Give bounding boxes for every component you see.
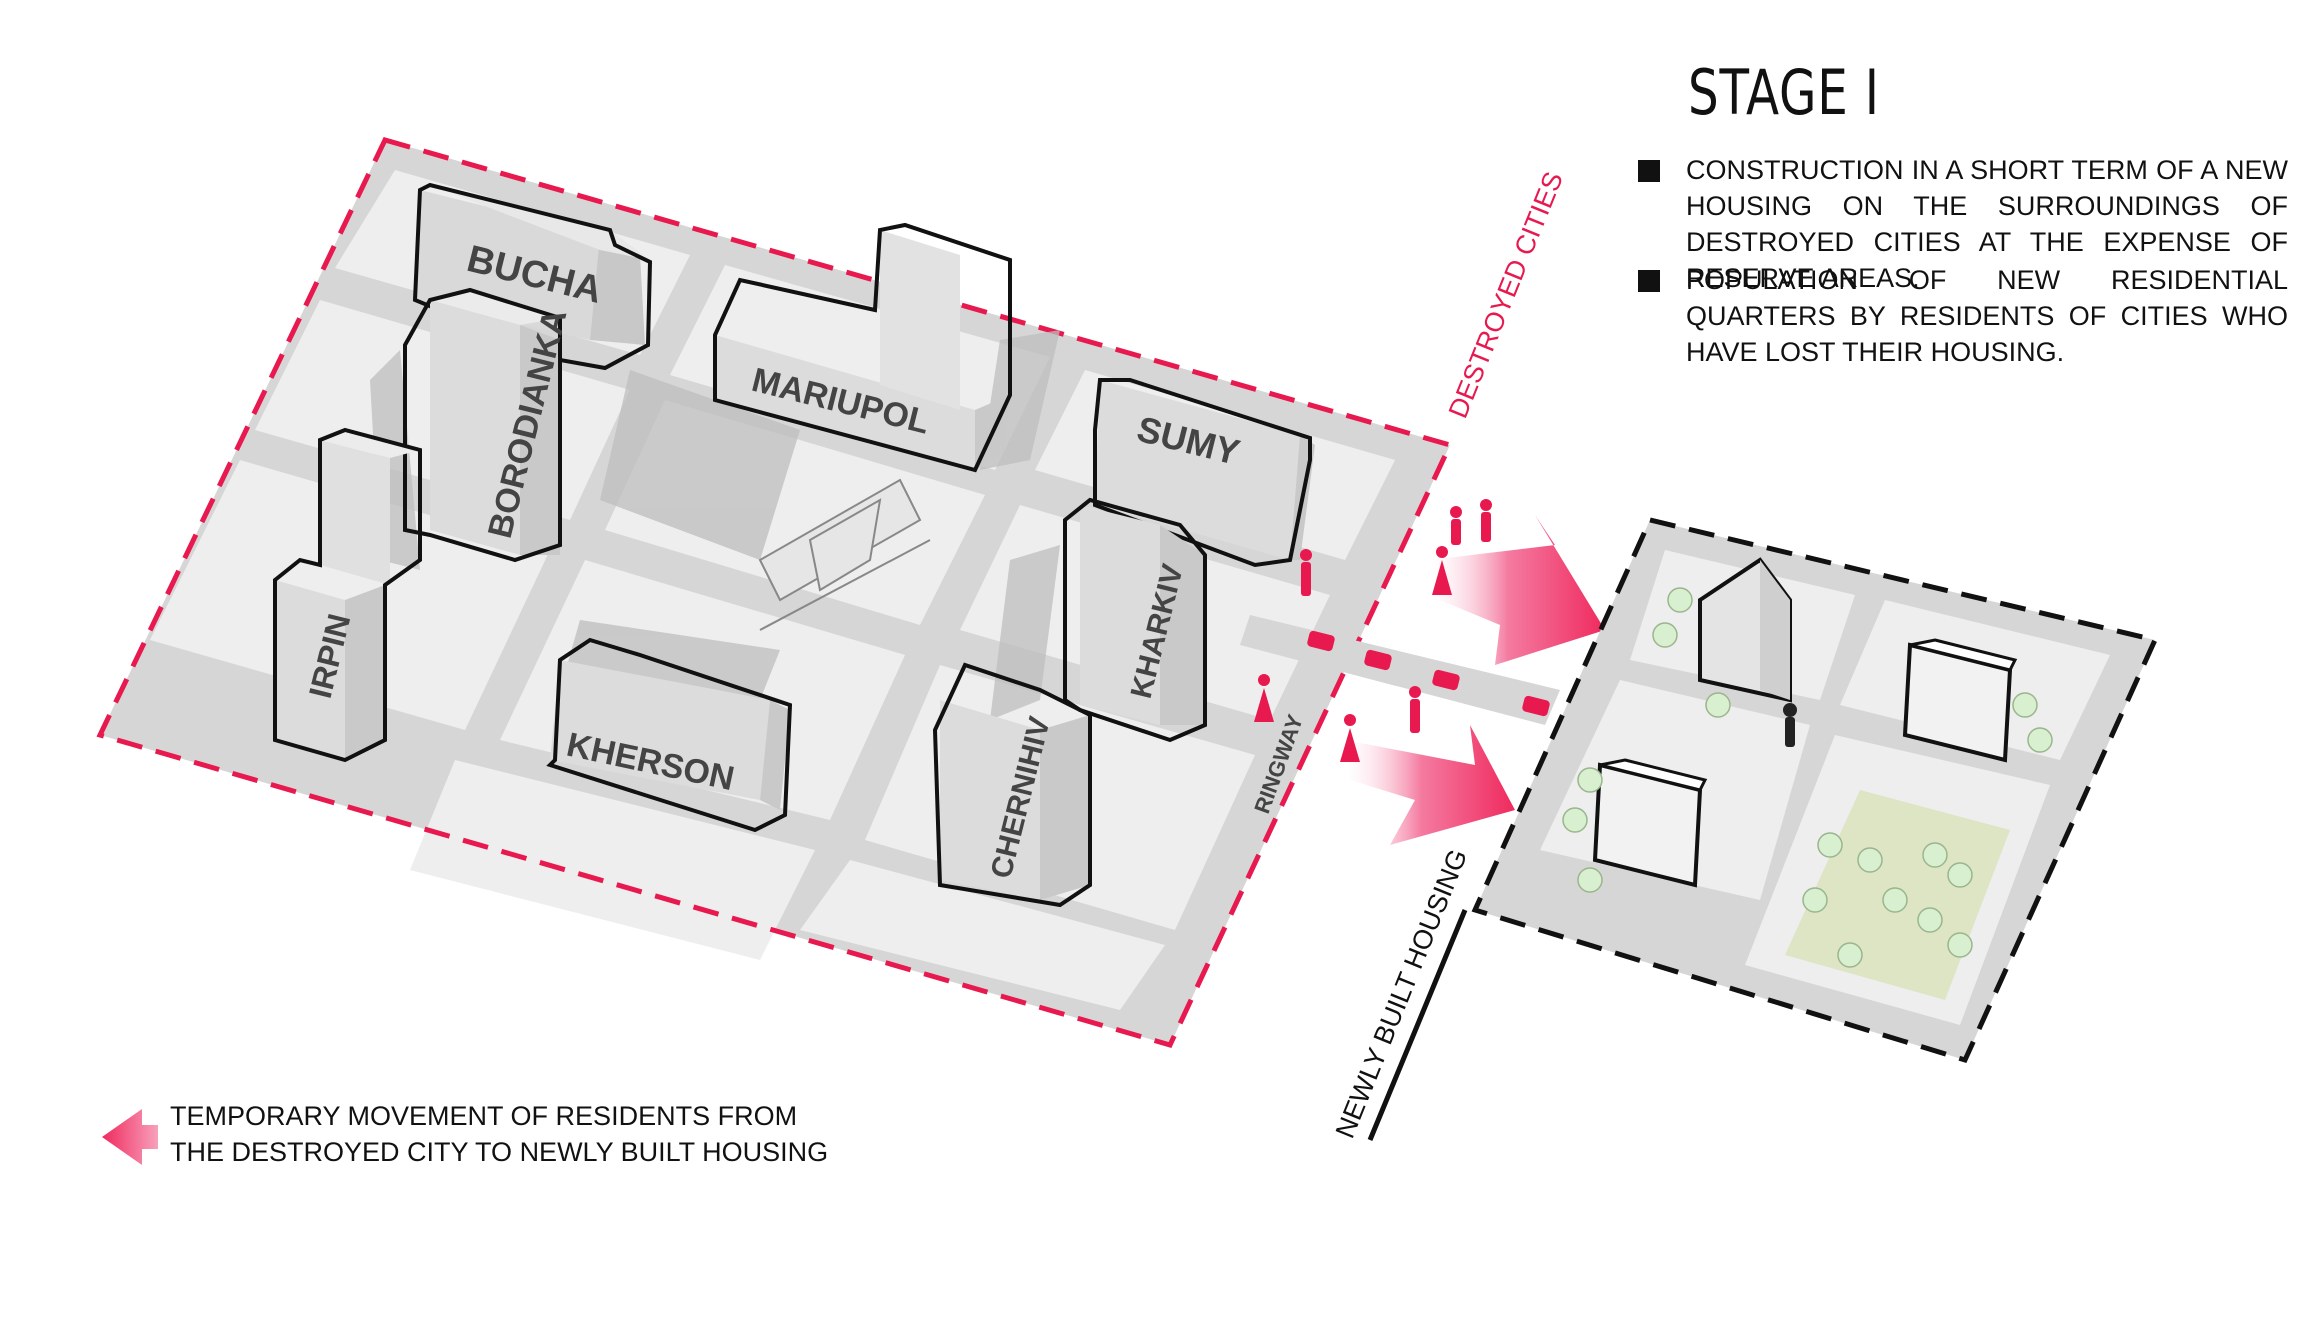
- person-dark: [1783, 703, 1797, 717]
- bullet-text: CONSTRUCTION IN A SHORT TERM OF A NEW HO…: [1686, 155, 2288, 293]
- bullet-square-icon: [1638, 160, 1660, 182]
- bullet-item: POPULATION OF NEW RESIDENTIAL QUARTERS B…: [1638, 262, 2288, 370]
- ring-road: [1240, 615, 1560, 725]
- car: [1522, 695, 1550, 717]
- building-irpin: IRPIN: [273, 427, 422, 763]
- residents: [1254, 499, 1492, 762]
- destroyed-wreckage: [758, 478, 931, 631]
- destroyed-cities-label: DESTROYED CITIES: [1443, 168, 1569, 423]
- building-kherson: KHERSON: [546, 637, 793, 833]
- movement-arrow: [1430, 515, 1605, 665]
- movement-arrows: [1254, 499, 1605, 845]
- city-block: [410, 760, 815, 960]
- car: [1364, 649, 1392, 671]
- legend-line-2: THE DESTROYED CITY TO NEWLY BUILT HOUSIN…: [170, 1137, 829, 1167]
- house: [1592, 758, 1708, 888]
- car: [1307, 630, 1335, 652]
- newly-built-label: NEWLY BUILT HOUSING: [1330, 845, 1473, 1142]
- person-dark: [1785, 717, 1795, 747]
- bullet-item: CONSTRUCTION IN A SHORT TERM OF A NEW HO…: [1638, 152, 2288, 296]
- bullet-text: POPULATION OF NEW RESIDENTIAL QUARTERS B…: [1686, 265, 2288, 367]
- car: [1432, 669, 1460, 691]
- legend-arrow-icon: [102, 1109, 158, 1165]
- bullet-square-icon: [1638, 270, 1660, 292]
- stage-title: STAGE I: [1688, 56, 1880, 129]
- new-housing-site: [1471, 517, 2159, 1064]
- house: [1698, 557, 1792, 703]
- legend: TEMPORARY MOVEMENT OF RESIDENTS FROM THE…: [170, 1098, 828, 1170]
- newly-built-leader-line: [1367, 909, 1468, 1141]
- building-mariupol: MARIUPOL: [713, 222, 1012, 473]
- building-chernihiv: CHERNIHIV: [932, 662, 1092, 908]
- building-kharkiv: KHARKIV: [1063, 497, 1207, 743]
- house: [1902, 638, 2018, 763]
- building-borodianka: BORODIANKA: [403, 287, 574, 563]
- legend-line-1: TEMPORARY MOVEMENT OF RESIDENTS FROM: [170, 1101, 798, 1131]
- destroyed-site-border: [96, 137, 1454, 1048]
- destroyed-cities-site: BUCHA BORODIANKA IRPIN MARIUPOL: [96, 137, 1569, 1048]
- trees: [1562, 587, 2053, 968]
- city-block: [800, 860, 1165, 1010]
- new-site-border: [1471, 517, 2159, 1064]
- building-shadows: [370, 330, 1060, 720]
- movement-arrow: [1345, 725, 1515, 845]
